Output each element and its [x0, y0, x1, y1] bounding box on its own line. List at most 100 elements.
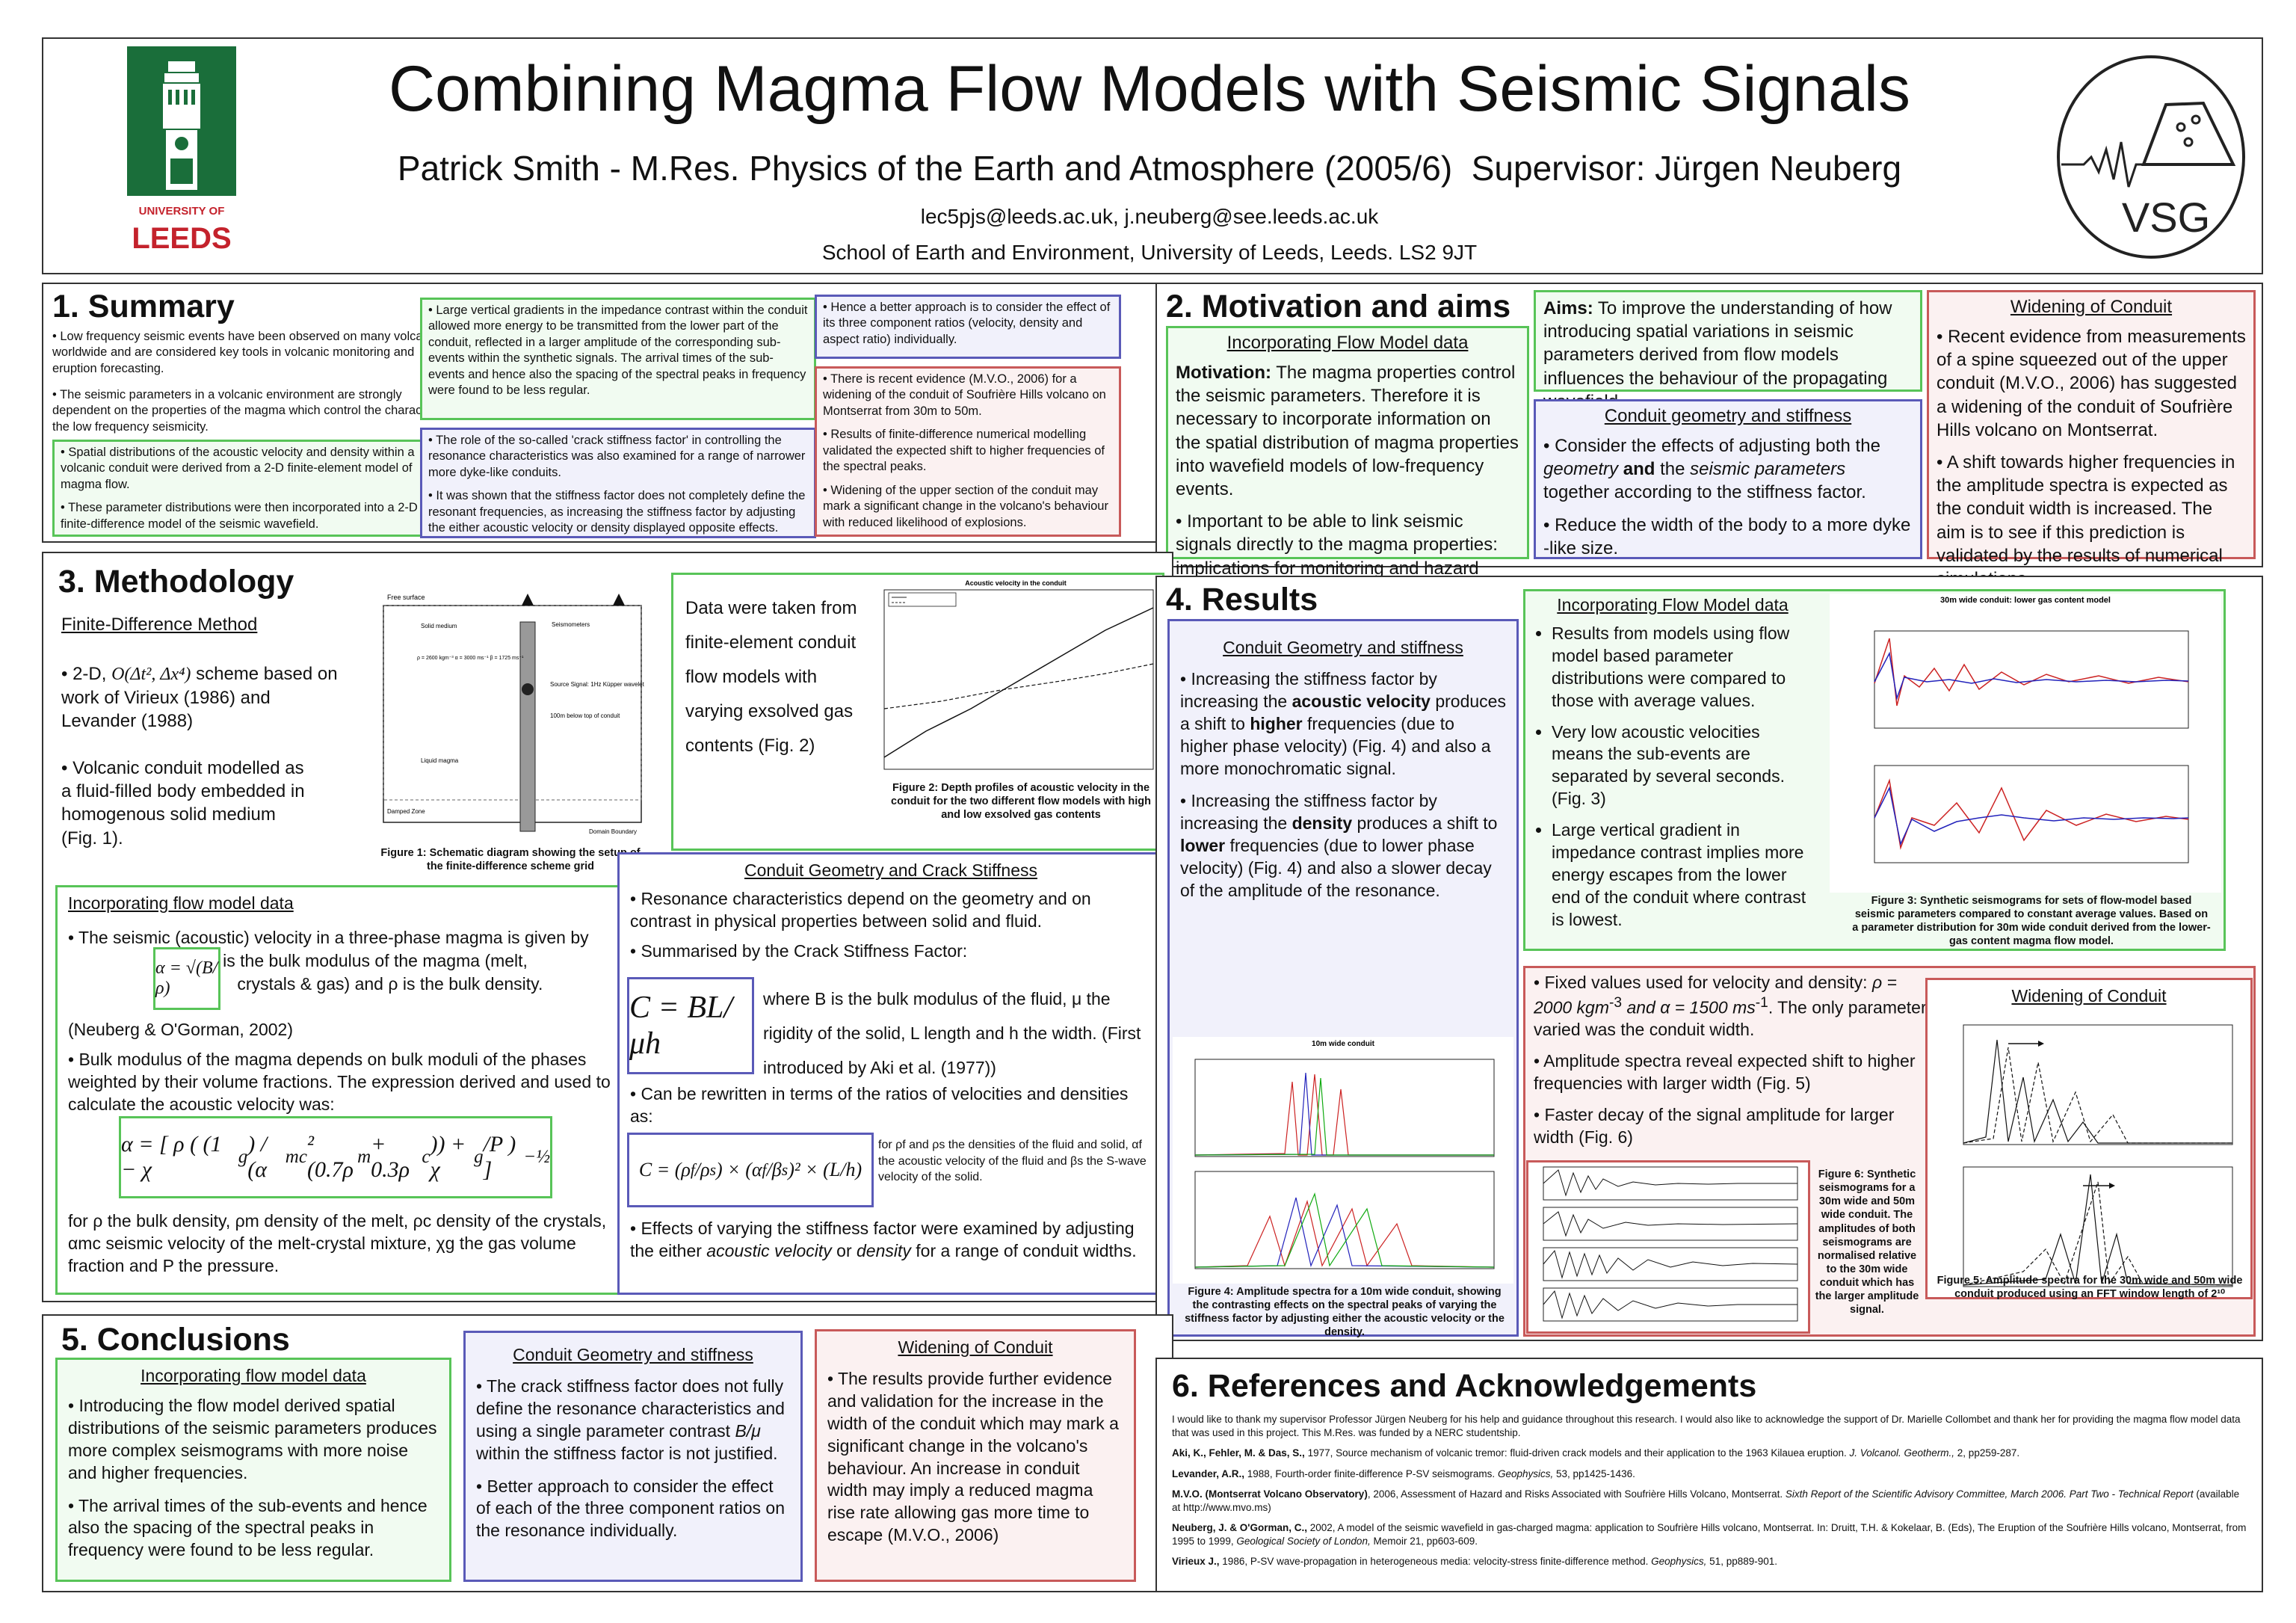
figure-2: Acoustic velocity in the conduit: [866, 578, 1162, 778]
ifm-b1c: crystals & gas) and ρ is the bulk densit…: [232, 974, 543, 994]
results-widening-b2: • Amplitude spectra reveal expected shif…: [1534, 1051, 1916, 1094]
crack-b4c: or: [831, 1240, 857, 1260]
ref5a: Virieux J.,: [1172, 1556, 1220, 1568]
cc-b1b: B/μ: [735, 1420, 761, 1441]
vsg-logo: VSG: [2054, 52, 2248, 262]
rg-b2e: frequencies (due to lower phase velocity…: [1180, 836, 1492, 901]
summary-g2: • These parameter distributions were the…: [61, 501, 418, 531]
conclusions-widening-b1: • The results provide further evidence a…: [827, 1369, 1119, 1545]
cg-b1a: • Consider the effects of adjusting both…: [1543, 436, 1880, 456]
fig2-chart: Acoustic velocity in the conduit: [883, 579, 1154, 770]
vsg-volcano-icon: VSG: [2057, 55, 2245, 259]
rw-b1c: -3: [1609, 994, 1623, 1011]
alpha-equation-box: α = √(B/ρ): [153, 947, 220, 1010]
summary-b3: • Hence a better approach is to consider…: [823, 301, 1111, 346]
figure-3: 30m wide conduit: lower gas content mode…: [1830, 594, 2221, 893]
results-flow-heading: Incorporating Flow Model data: [1557, 595, 1789, 615]
cg-b1e: seismic parameters: [1690, 459, 1846, 480]
results-widening-b1: • Fixed values used for velocity and den…: [1534, 972, 1937, 1041]
ref4b: 2002, A model of the seismic wavefield i…: [1172, 1522, 2247, 1547]
ref5d: 51, pp889-901.: [1706, 1556, 1778, 1568]
crack-b4b: acoustic velocity: [706, 1240, 832, 1260]
results-geometry-b1: • Increasing the stiffness factor by inc…: [1180, 668, 1506, 780]
aims-label: Aims:: [1543, 298, 1593, 318]
fig4-chart: 10m wide conduit: [1194, 1040, 1495, 1269]
aims-box: Aims: To improve the understanding of ho…: [1534, 290, 1922, 412]
fig1-seismometers: Seismometers: [552, 621, 590, 628]
fig5-chart: [1963, 1024, 2233, 1287]
summary-g3: • Large vertical gradients in the impeda…: [428, 304, 808, 398]
fdm-order-formula: O(Δt², Δx⁴): [111, 665, 191, 684]
motivation-widening-heading: Widening of Conduit: [2010, 297, 2173, 317]
header-panel: UNIVERSITY OF LEEDS Combining Magma Flow…: [42, 37, 2263, 274]
fig1-solid-medium: Solid medium: [421, 623, 457, 629]
crack-b2: • Summarised by the Crack Stiffness Fact…: [630, 940, 968, 961]
aims-body: To improve the understanding of how intr…: [1543, 298, 1892, 412]
results-flow-b1: Results from models using flow model bas…: [1552, 623, 1812, 712]
conclusions-flow-b1: • Introducing the flow model derived spa…: [68, 1396, 437, 1482]
meth-flow-heading: Incorporating flow model data: [68, 893, 294, 913]
logo-university-text: UNIVERSITY OF: [139, 205, 225, 218]
summary-box-vertical-gradients: • Large vertical gradients in the impeda…: [420, 298, 816, 420]
figure-5: [1934, 1010, 2247, 1294]
results-widening-b3: • Faster decay of the signal amplitude f…: [1534, 1105, 1895, 1147]
fdm-bullet-1: • 2-D, O(Δt², Δx⁴) scheme based on work …: [61, 662, 345, 733]
results-flow-b2: Very low acoustic velocities means the s…: [1552, 721, 1812, 811]
fdm-b1b: scheme based on work of Virieux (1986) a…: [61, 664, 338, 732]
methodology-title: 3. Methodology: [58, 564, 294, 600]
rw-b1a: • Fixed values used for velocity and den…: [1534, 973, 1872, 992]
fig6-chart: [1543, 1166, 1798, 1322]
reference-mvo: M.V.O. (Montserrat Volcano Observatory),…: [1172, 1488, 2248, 1514]
figure-5-caption: Figure 5: Amplitude spectra for the 30m …: [1937, 1275, 2243, 1301]
figure-1-caption: Figure 1: Schematic diagram showing the …: [380, 847, 641, 873]
ref3d: (available at http://www.mvo.ms): [1172, 1488, 2240, 1513]
crack-heading: Conduit Geometry and Crack Stiffness: [744, 860, 1038, 880]
ref3b: , 2006, Assessment of Hazard and Risks A…: [1367, 1488, 1786, 1500]
rw-b1b: ρ = 2000 kgm: [1534, 973, 1897, 1017]
motivation-title: 2. Motivation and aims: [1166, 289, 1511, 324]
ref3a: M.V.O. (Montserrat Volcano Observatory): [1172, 1488, 1368, 1500]
results-widening-heading-box: Widening of Conduit: [1925, 978, 2253, 1299]
ref2a: Levander, A.R.,: [1172, 1468, 1245, 1479]
crack-stiffness-equation: C = BL/μh: [627, 977, 754, 1074]
summary-title: 1. Summary: [52, 289, 235, 324]
figure-6-box: [1526, 1160, 1810, 1334]
fig4-title: 10m wide conduit: [1312, 1040, 1375, 1048]
summary-red-box: • There is recent evidence (M.V.O., 2006…: [815, 366, 1121, 537]
crack-b4d: density: [857, 1240, 911, 1260]
aims-text: Aims: To improve the understanding of ho…: [1543, 297, 1913, 413]
fdm-bullet-2: • Volcanic conduit modelled as a fluid-f…: [61, 758, 305, 849]
cg-b1f: together according to the stiffness fact…: [1543, 482, 1866, 503]
rw-b1d: and α = 1500 ms: [1622, 997, 1756, 1017]
results-widening-text: • Fixed values used for velocity and den…: [1534, 972, 1937, 1149]
ref4d: Memoir 21, pp603-609.: [1370, 1535, 1478, 1547]
summary-b2: • It was shown that the stiffness factor…: [428, 489, 806, 535]
ref2c: Geophysics,: [1497, 1468, 1554, 1479]
summary-panel: 1. Summary • Low frequency seismic event…: [42, 283, 1173, 543]
crack-b4a: • Effects of varying the stiffness facto…: [630, 1219, 1135, 1260]
conclusions-flow-b2: • The arrival times of the sub-events an…: [68, 1495, 428, 1560]
poster-email: lec5pjs@leeds.ac.uk, j.neuberg@see.leeds…: [920, 205, 1379, 228]
fdm-heading: Finite-Difference Method: [61, 615, 258, 635]
ref2d: 53, pp1425-1436.: [1553, 1468, 1635, 1479]
ref1d: 2, pp259-287.: [1954, 1447, 2020, 1459]
results-widening-heading: Widening of Conduit: [2011, 986, 2167, 1005]
results-flow-list: Results from models using flow model bas…: [1534, 623, 1812, 931]
ref4c: Geological Society of London,: [1236, 1535, 1371, 1547]
figure-3-caption: Figure 3: Synthetic seismograms for sets…: [1852, 895, 2211, 948]
fig1-below: 100m below top of conduit: [550, 712, 620, 719]
summary-b1: • The role of the so-called 'crack stiff…: [428, 434, 806, 479]
fig1-params: ρ = 2600 kgm⁻³ α = 3000 ms⁻¹ β = 1725 ms…: [417, 656, 524, 661]
rg-b2a: • Increasing the stiffness factor by inc…: [1180, 791, 1437, 834]
meth-flow-box: Incorporating flow model data • The seis…: [55, 885, 649, 1295]
fig1-liquid-magma: Liquid magma: [421, 757, 459, 764]
conclusions-widening-heading: Widening of Conduit: [898, 1337, 1053, 1357]
leeds-tower-icon: UNIVERSITY OF LEEDS: [127, 46, 236, 255]
figure-6-caption: Figure 6: Synthetic seismograms for a 30…: [1815, 1168, 1919, 1316]
motivation-widening-b1: • Recent evidence from measurements of a…: [1937, 327, 2246, 440]
results-geometry-heading: Conduit Geometry and stiffness: [1223, 638, 1463, 657]
crack-b1: • Resonance characteristics depend on th…: [630, 889, 1091, 931]
reference-neuberg: Neuberg, J. & O'Gorman, C., 2002, A mode…: [1172, 1521, 2248, 1547]
fig1-domain-boundary: Domain Boundary: [589, 828, 637, 835]
